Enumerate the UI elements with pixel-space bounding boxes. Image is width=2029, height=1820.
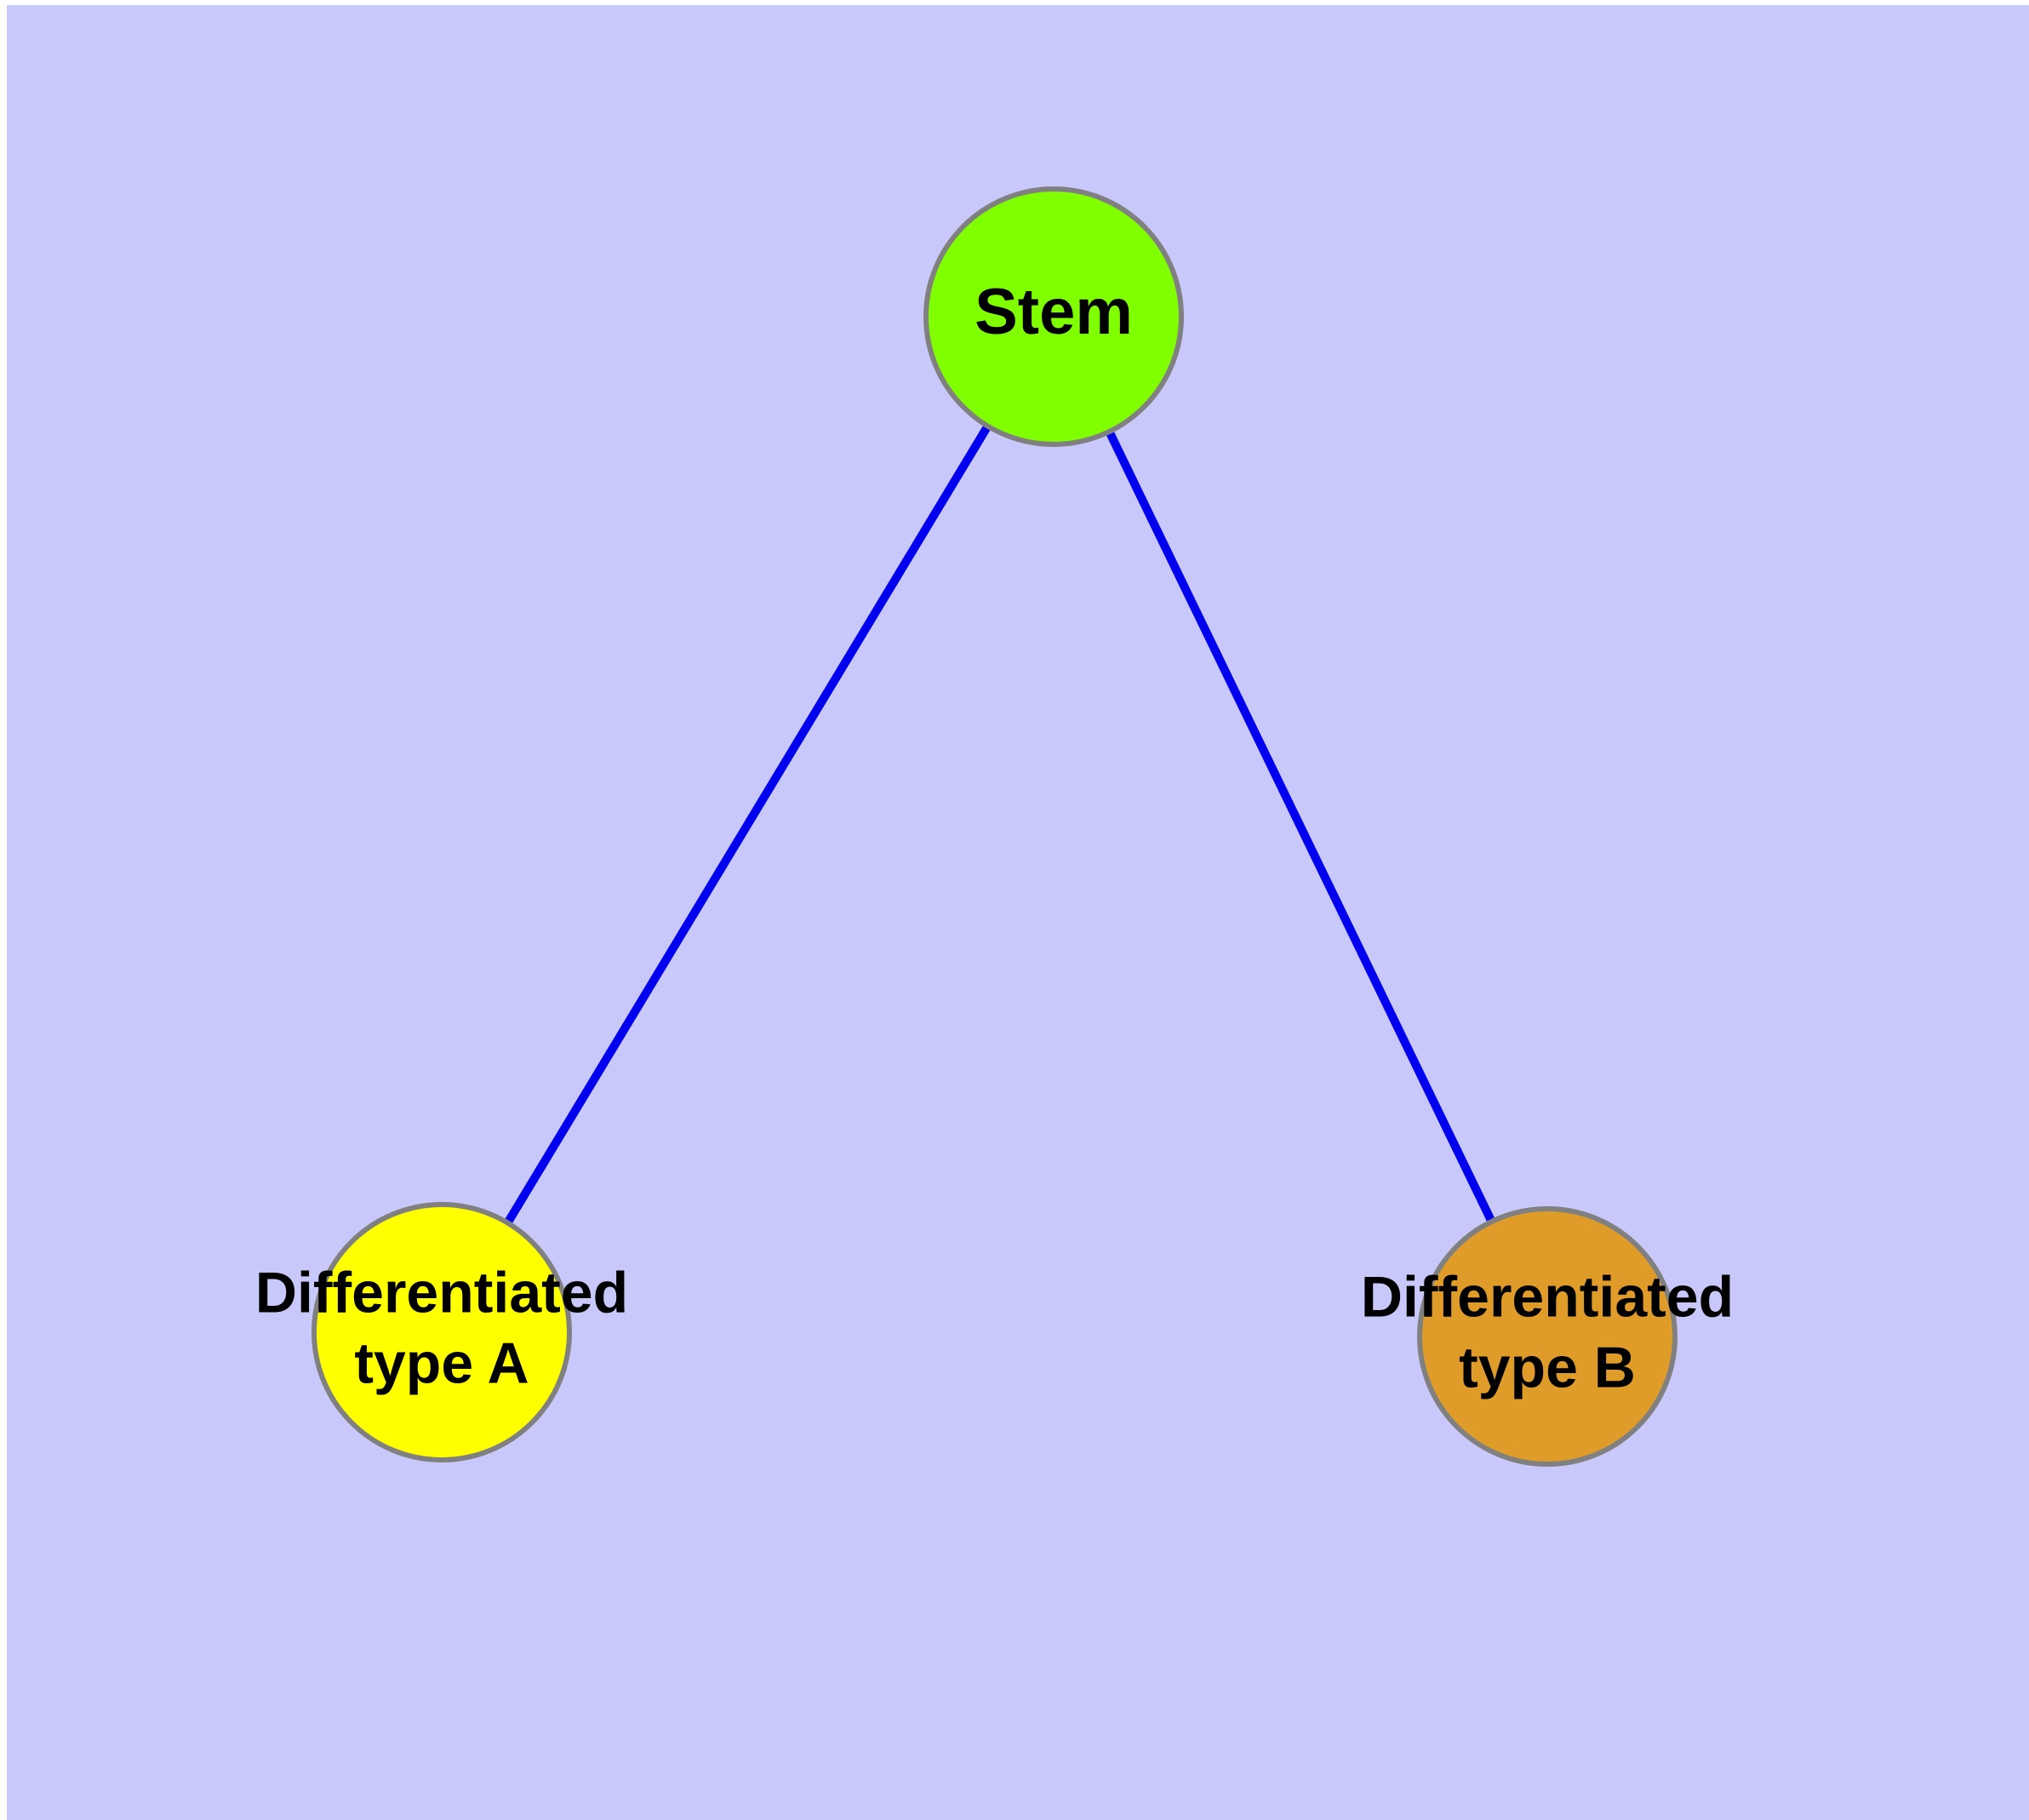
node-stem-circle[interactable] [923, 186, 1184, 447]
edge-stem-to-differentiated-type-a[interactable] [505, 426, 991, 1223]
node-differentiated-type-b-label-line-1: type B [1459, 1335, 1636, 1399]
node-differentiated-type-b[interactable]: Differentiated type B [1361, 1206, 1734, 1467]
node-stem[interactable]: Stem [923, 186, 1184, 447]
node-stem-label-line-0: Stem [974, 276, 1133, 348]
node-differentiated-type-b-label-line-0: Differentiated [1361, 1264, 1734, 1329]
node-group: Stem Differentiated type A Differentiate… [255, 186, 1734, 1467]
node-differentiated-type-a-label-line-0: Differentiated [255, 1260, 628, 1325]
node-differentiated-type-a-label-line-1: type A [354, 1331, 529, 1395]
edge-group [505, 426, 1495, 1223]
node-differentiated-type-a[interactable]: Differentiated type A [255, 1202, 628, 1462]
node-differentiated-type-b-circle[interactable] [1417, 1206, 1677, 1467]
edge-stem-to-differentiated-type-b[interactable] [1106, 432, 1495, 1222]
node-differentiated-type-a-circle[interactable] [311, 1202, 572, 1462]
